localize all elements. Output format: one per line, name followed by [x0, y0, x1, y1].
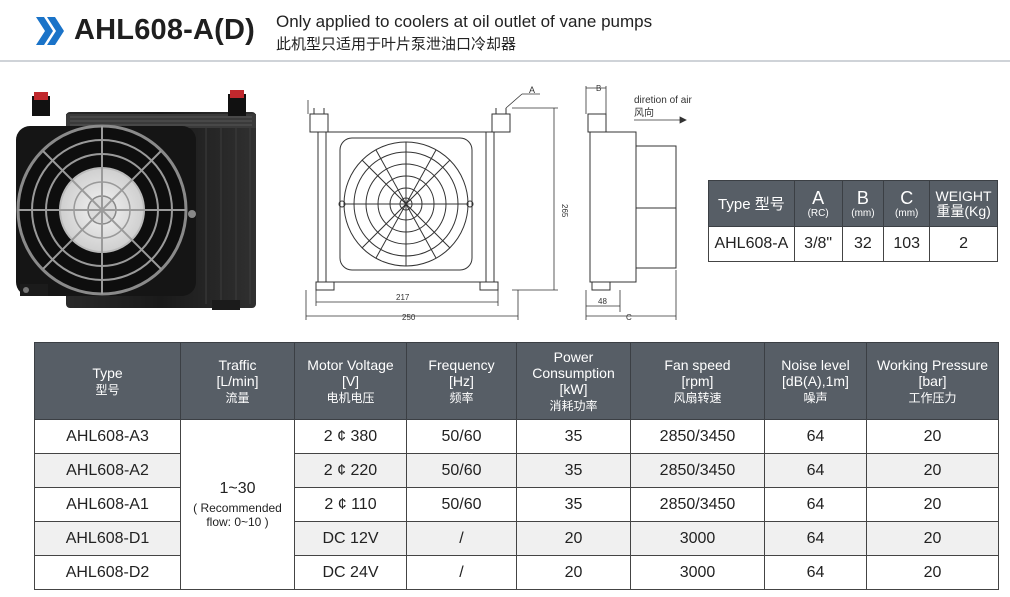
cell-pressure: 20	[866, 487, 999, 522]
cell-type: AHL608-A3	[34, 419, 181, 454]
cell-noise: 64	[764, 453, 867, 488]
cell-noise: 64	[764, 521, 867, 556]
cell-power: 35	[516, 419, 631, 454]
cell-power: 35	[516, 487, 631, 522]
header-motor-voltage: Motor Voltage[V]电机电压	[294, 342, 407, 420]
cell-traffic: 1~30 ( Recommended flow: 0~10 )	[180, 419, 295, 590]
spec-weight: 2	[929, 226, 998, 262]
spec-header-b: B(mm)	[841, 180, 885, 227]
traffic-range: 1~30	[219, 479, 256, 497]
cell-type: AHL608-D1	[34, 521, 181, 556]
table-row: AHL608-A2 2 ¢ 220 50/60 35 2850/3450 64 …	[34, 453, 999, 488]
air-direction-en: diretion of air	[634, 95, 692, 106]
cell-frequency: 50/60	[406, 487, 517, 522]
header-noise-level: Noise level[dB(A),1m]噪声	[764, 342, 867, 420]
cell-voltage: DC 24V	[294, 555, 407, 590]
model-title: AHL608-A(D)	[74, 14, 256, 46]
dim-outer-width: 250	[402, 313, 416, 322]
cell-pressure: 20	[866, 555, 999, 590]
spec-header-a: A(RC)	[793, 180, 843, 227]
cell-pressure: 20	[866, 521, 999, 556]
description-cn: 此机型只适用于叶片泵泄油口冷却器	[276, 36, 517, 53]
header-frequency: Frequency[Hz]频率	[406, 342, 517, 420]
cell-noise: 64	[764, 419, 867, 454]
header-working-pressure: Working Pressure[bar]工作压力	[866, 342, 999, 420]
dim-height: 265	[560, 204, 569, 218]
cell-voltage: 2 ¢ 220	[294, 453, 407, 488]
cell-frequency: 50/60	[406, 453, 517, 488]
dim-side: 48	[598, 297, 607, 306]
cell-voltage: 2 ¢ 380	[294, 419, 407, 454]
cell-pressure: 20	[866, 419, 999, 454]
header-power-consumption: Power Consumption[kW]消耗功率	[516, 342, 631, 420]
spec-data-row: AHL608-A 3/8" 32 103 2	[708, 226, 998, 262]
side-view-drawing: B 48 C diretion of air 风向	[585, 84, 692, 322]
double-chevron-right-icon	[36, 17, 64, 45]
cell-fan-speed: 2850/3450	[630, 487, 765, 522]
table-row: AHL608-A1 2 ¢ 110 50/60 35 2850/3450 64 …	[34, 487, 999, 522]
label-c: C	[626, 313, 632, 322]
cell-pressure: 20	[866, 453, 999, 488]
spec-header-c: C(mm)	[883, 180, 931, 227]
spec-a: 3/8"	[793, 226, 843, 262]
cell-type: AHL608-A1	[34, 487, 181, 522]
table-row: AHL608-D1 DC 12V / 20 3000 64 20	[34, 521, 999, 556]
traffic-note: ( Recommended flow: 0~10 )	[193, 500, 282, 529]
label-a: A	[529, 85, 535, 95]
spec-c: 103	[883, 226, 931, 262]
dim-inner-width: 217	[396, 293, 410, 302]
product-photo	[16, 90, 256, 310]
spec-b: 32	[841, 226, 885, 262]
cell-type: AHL608-A2	[34, 453, 181, 488]
label-b: B	[596, 84, 601, 93]
table-row: AHL608-A3 1~30 ( Recommended flow: 0~10 …	[34, 419, 999, 590]
cell-frequency: /	[406, 521, 517, 556]
header-fan-speed: Fan speed[rpm]风扇转速	[630, 342, 765, 420]
spec-header-type: Type 型号	[708, 180, 795, 227]
cell-noise: 64	[764, 487, 867, 522]
table-row: AHL608-D2 DC 24V / 20 3000 64 20	[34, 555, 999, 590]
description-en: Only applied to coolers at oil outlet of…	[276, 12, 653, 31]
cell-power: 20	[516, 521, 631, 556]
cell-type: AHL608-D2	[34, 555, 181, 590]
header-divider	[0, 60, 1010, 62]
air-direction-cn: 风向	[634, 106, 654, 119]
cell-noise: 64	[764, 555, 867, 590]
front-view-drawing: A 265 217 250	[305, 85, 569, 322]
cell-power: 35	[516, 453, 631, 488]
cell-frequency: 50/60	[406, 419, 517, 454]
cell-voltage: DC 12V	[294, 521, 407, 556]
cell-fan-speed: 2850/3450	[630, 419, 765, 454]
cell-power: 20	[516, 555, 631, 590]
cell-voltage: 2 ¢ 110	[294, 487, 407, 522]
cell-frequency: /	[406, 555, 517, 590]
cell-fan-speed: 2850/3450	[630, 453, 765, 488]
header-traffic: Traffic[L/min]流量	[180, 342, 295, 420]
spec-type: AHL608-A	[708, 226, 795, 262]
cell-fan-speed: 3000	[630, 555, 765, 590]
cell-fan-speed: 3000	[630, 521, 765, 556]
